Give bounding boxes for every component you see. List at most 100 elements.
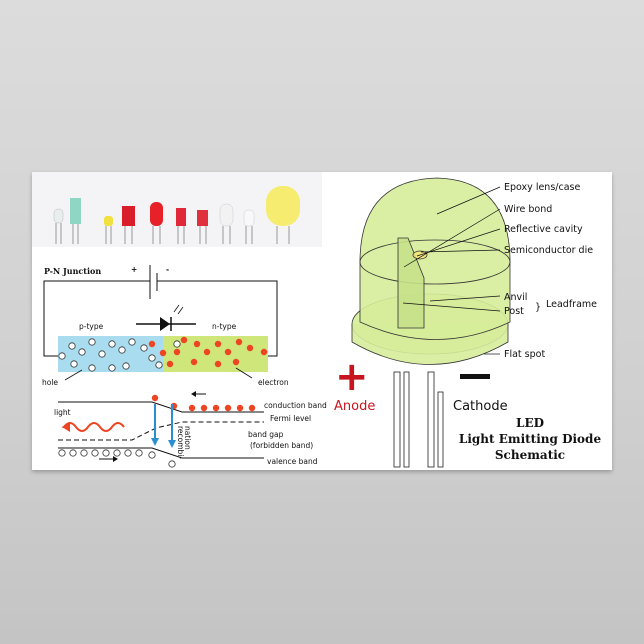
recombination-label-1: recombi-	[176, 426, 185, 459]
electron-dot	[159, 349, 167, 357]
anvil-label: Anvil	[504, 292, 527, 303]
conduction-electron-dot	[236, 404, 244, 412]
electron-dot	[232, 358, 240, 366]
hole-dot	[155, 361, 163, 369]
electron-dot	[173, 348, 181, 356]
hole-dot	[108, 364, 116, 372]
led-photo-red-rect	[176, 208, 186, 244]
pn-title: P-N Junction	[44, 266, 101, 276]
valence-hole-dot	[102, 449, 110, 457]
conduction-electron-dot	[188, 404, 196, 412]
anode-label: Anode	[334, 399, 375, 414]
hole-dot	[68, 342, 76, 350]
cathode-label: Cathode	[453, 399, 508, 414]
circuit-wire	[43, 280, 278, 357]
valence-hole-dot	[113, 449, 121, 457]
led-photo-yellow-small	[104, 216, 113, 244]
hole-dot	[98, 350, 106, 358]
electron-label: electron	[258, 378, 289, 387]
valence-holes	[58, 449, 176, 468]
led-body	[351, 177, 511, 365]
holes	[58, 338, 181, 372]
post-label: Post	[504, 306, 524, 317]
valence-band-label: valence band	[267, 457, 318, 466]
anode-plus-sign: +	[335, 354, 369, 400]
title-led: LED	[516, 416, 544, 430]
hole-dot	[148, 354, 156, 362]
forbidden-band-label: (forbidden band)	[250, 441, 313, 450]
p-type-label: p-type	[79, 322, 104, 331]
led-photo-red-round	[150, 202, 163, 244]
hole-dot	[58, 352, 66, 360]
valence-hole-dot	[58, 449, 66, 457]
epoxy-label: Epoxy lens/case	[504, 182, 580, 193]
hole-label: hole	[42, 378, 58, 387]
electron-dot	[260, 348, 268, 356]
conduction-electron-dot	[212, 404, 220, 412]
conduction-band-line	[58, 401, 264, 413]
light-wave	[61, 422, 125, 432]
led-poster: P-N Junction + - p-type n-type hole elec…	[32, 172, 612, 470]
electron-dot	[224, 348, 232, 356]
valence-hole-dot	[135, 449, 143, 457]
leader-lines	[402, 186, 501, 355]
electron-dot	[246, 344, 254, 352]
flat-spot-label: Flat spot	[504, 349, 545, 360]
led-photo-red-square-2	[197, 210, 208, 244]
valence-hole-dot	[80, 449, 88, 457]
electron-dot	[193, 340, 201, 348]
hole-dot	[128, 338, 136, 346]
electron-dot	[235, 338, 243, 346]
valence-band-line	[58, 447, 264, 459]
hole-dot	[118, 346, 126, 354]
hole-dot	[78, 348, 86, 356]
valence-hole-dot	[124, 449, 132, 457]
leadframe-label: Leadframe	[546, 299, 597, 310]
poster-graphics: P-N Junction + - p-type n-type hole elec…	[32, 172, 602, 468]
conduction-electrons	[151, 394, 256, 412]
electron-dot	[203, 348, 211, 356]
title-schematic: Schematic	[495, 448, 565, 462]
electron-dot	[180, 336, 188, 344]
conduction-electron-dot	[151, 394, 159, 402]
reflective-cavity-label: Reflective cavity	[504, 224, 583, 235]
led-photo-red-square	[122, 206, 135, 244]
electron-dot	[166, 360, 174, 368]
led-photo-clear	[243, 209, 255, 244]
valence-hole-dot	[91, 449, 99, 457]
battery-symbol	[149, 265, 158, 299]
conduction-electron-dot	[200, 404, 208, 412]
electron-dot	[190, 358, 198, 366]
valence-hole-dot	[69, 449, 77, 457]
led-photo-white-small	[53, 208, 64, 244]
semiconductor-die-label: Semiconductor die	[504, 245, 593, 256]
electron-dot	[214, 340, 222, 348]
cathode-minus-sign	[460, 374, 490, 379]
hole-dot	[122, 362, 130, 370]
hole-dot	[88, 364, 96, 372]
band-gap-label: band gap	[248, 430, 284, 439]
conduction-electron-dot	[224, 404, 232, 412]
pn-junction-diagram: P-N Junction + - p-type n-type hole elec…	[42, 265, 327, 468]
hole-dot	[173, 340, 181, 348]
electron-dot	[148, 340, 156, 348]
title-light-emitting-diode: Light Emitting Diode	[459, 432, 602, 446]
recombination-label-2: nation	[183, 426, 192, 450]
wire-bond-label: Wire bond	[504, 204, 552, 215]
led-schematic: Epoxy lens/case Wire bond Reflective cav…	[334, 177, 602, 468]
diode-symbol	[136, 304, 196, 331]
hole-dot	[88, 338, 96, 346]
fermi-level-label: Fermi level	[270, 414, 311, 423]
led-photo-green	[70, 198, 81, 244]
hole-dot	[108, 340, 116, 348]
led-leads	[393, 371, 444, 468]
valence-hole-dot	[148, 451, 156, 459]
recombination-arrows	[151, 404, 176, 448]
electron-dot	[214, 360, 222, 368]
hole-dot	[140, 344, 148, 352]
battery-minus: -	[166, 265, 169, 274]
led-photo-yellow-large	[266, 186, 300, 244]
electrons	[148, 336, 268, 368]
conduction-band-label: conduction band	[264, 401, 327, 410]
led-photo-white-round	[219, 203, 234, 244]
